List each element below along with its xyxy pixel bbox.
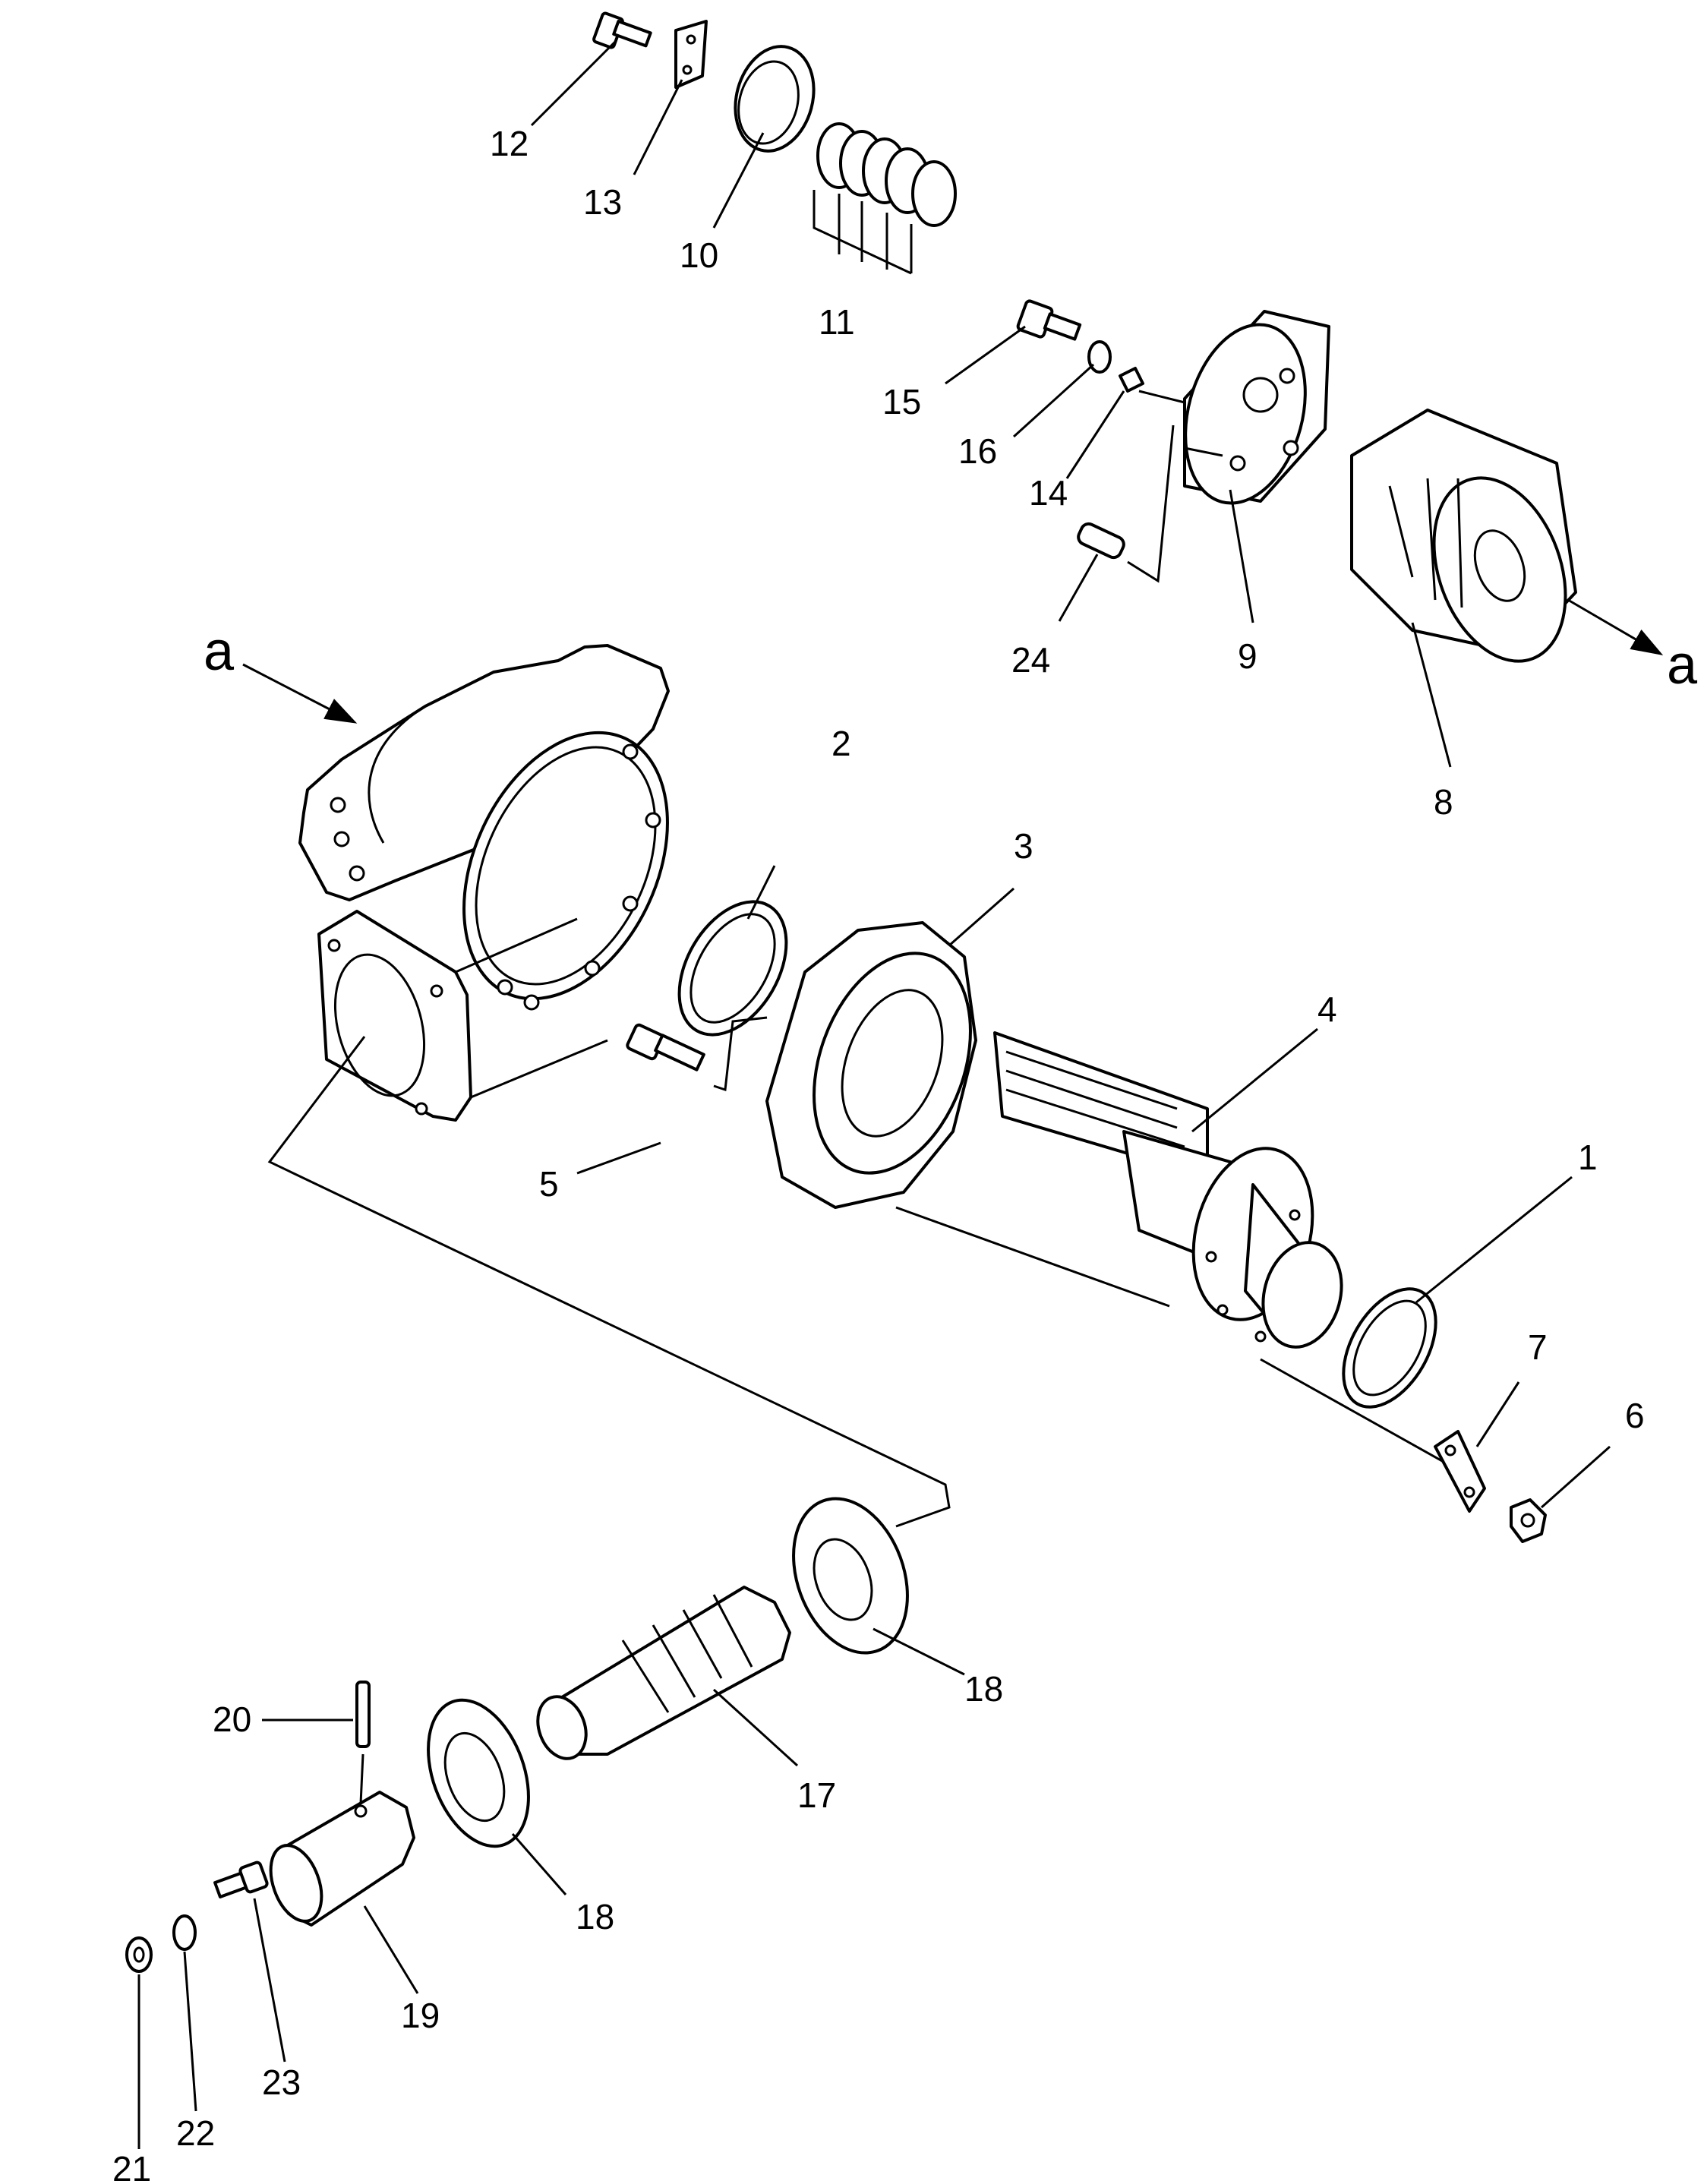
label-part-13: 13: [583, 182, 622, 222]
label-part-14: 14: [1029, 473, 1068, 513]
washer-22: [172, 1914, 197, 1951]
label-part-11: 11: [819, 302, 855, 342]
view-arrow-a-left: a: [204, 621, 358, 724]
label-part-22: 22: [176, 2113, 215, 2153]
view-marker-right: a: [1667, 635, 1698, 696]
washer-21: [125, 1936, 153, 1973]
label-part-4: 4: [1317, 989, 1337, 1029]
view-arrow-a-right: a: [1567, 598, 1698, 696]
label-part-7: 7: [1528, 1327, 1548, 1367]
planetary-8: [1350, 409, 1577, 663]
bolt-23: [213, 1861, 269, 1898]
lock-plate-7: [1434, 1430, 1486, 1513]
leader-lines: [137, 40, 1611, 2149]
label-part-18-lower: 18: [576, 1897, 614, 1936]
bolt-5: [626, 1016, 768, 1092]
seal-1: [1342, 1287, 1437, 1409]
bearing-18-lower: [427, 1698, 530, 1848]
label-part-9: 9: [1238, 636, 1257, 676]
label-part-23: 23: [262, 2062, 301, 2102]
seal-2: [677, 900, 788, 1037]
label-part-10: 10: [680, 235, 718, 275]
pin-20: [355, 1681, 371, 1804]
pin-24: [1077, 424, 1175, 583]
label-part-21: 21: [112, 2149, 151, 2184]
label-part-3: 3: [1014, 826, 1033, 866]
bolt-15: [1016, 299, 1082, 341]
plate-14: [1119, 367, 1144, 393]
housing-case: [298, 644, 670, 1122]
part-labels: 12 13 10 11 15 16 14 24 9 8 2 3 4 5 1 7 …: [112, 124, 1645, 2184]
label-part-6: 6: [1625, 1396, 1645, 1435]
view-marker-left: a: [204, 621, 235, 682]
label-part-16: 16: [958, 431, 997, 471]
gear-3: [765, 921, 977, 1209]
label-part-8: 8: [1434, 782, 1453, 822]
label-part-15: 15: [882, 382, 921, 421]
label-part-20: 20: [213, 1700, 251, 1739]
shims-11: [813, 122, 957, 275]
cover-10: [734, 45, 816, 153]
label-part-19: 19: [401, 1996, 440, 2035]
label-part-2: 2: [831, 724, 851, 763]
label-part-12: 12: [490, 124, 529, 163]
lock-plate-13: [674, 20, 708, 89]
nut-6: [1510, 1498, 1547, 1543]
worm-shaft-17: [536, 1586, 791, 1760]
label-part-17: 17: [797, 1775, 836, 1815]
label-part-5: 5: [539, 1164, 559, 1204]
label-part-24: 24: [1011, 640, 1050, 680]
bolt-12: [592, 11, 652, 49]
bearing-18-upper: [267, 1036, 951, 1655]
shaft-4: [895, 1031, 1451, 1467]
label-part-1: 1: [1578, 1138, 1598, 1177]
coupling-19: [269, 1791, 415, 1927]
carrier-9: [1138, 310, 1330, 505]
washer-16: [1087, 340, 1112, 374]
label-part-18-upper: 18: [964, 1669, 1003, 1709]
